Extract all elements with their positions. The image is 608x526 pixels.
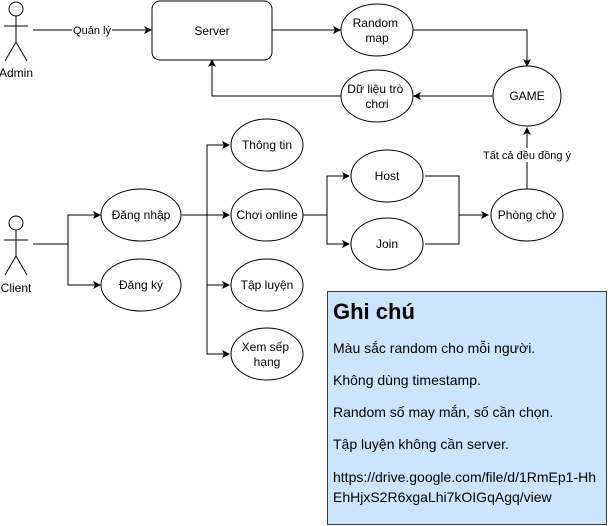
note-link[interactable]: https://drive.google.com/file/d/1RmEp1-H… <box>333 469 597 505</box>
edge-host-phong-cho <box>425 175 489 219</box>
phong-cho-label: Phòng chờ <box>498 208 557 222</box>
dang-ky-node <box>100 258 182 312</box>
choi-online-label: Chơi online <box>236 208 298 222</box>
dang-nhap-label: Đăng nhập <box>112 208 171 222</box>
random-map-line-1: Random <box>353 16 398 30</box>
note-title: Ghi chú <box>333 299 415 324</box>
edge-label-tat-ca-dong-y: Tất cả đều đồng ý <box>483 150 572 162</box>
edge-du-lieu-server <box>208 59 342 97</box>
admin-actor-icon <box>4 1 28 62</box>
du-lieu-line-1: Dữ liệu trò <box>347 82 403 96</box>
edge-random-map-game <box>412 29 531 67</box>
edge-client-dang-ky <box>67 244 101 289</box>
xem-sep-hang-label: Xem sếp hạng <box>242 340 293 369</box>
client-actor-icon <box>4 215 28 276</box>
thong-tin-label: Thông tin <box>242 138 292 152</box>
random-map-node <box>340 3 414 57</box>
du-lieu-tro-choi-node <box>340 69 414 123</box>
server-box <box>151 0 273 61</box>
edge-label-bg <box>481 148 573 162</box>
choi-online-node <box>230 188 304 242</box>
host-label: Host <box>375 169 400 183</box>
join-label: Join <box>376 237 398 251</box>
edge-label-bg <box>72 23 112 37</box>
client-label: Client <box>1 281 32 295</box>
edge-choi-online-join <box>326 215 350 248</box>
edge-dang-nhap-xem-sep-hang <box>206 215 230 358</box>
edge-choi-online-host <box>326 172 350 215</box>
tap-luyen-node <box>230 258 304 312</box>
tap-luyen-label: Tập luyện <box>241 278 294 292</box>
note-line: Không dùng timestamp. <box>333 372 481 388</box>
du-lieu-line-2: chơi <box>365 97 388 111</box>
du-lieu-tro-choi-label: Dữ liệu trò chơi <box>347 82 406 111</box>
edge-join-phong-cho <box>425 215 460 245</box>
thong-tin-node <box>230 118 304 172</box>
phong-cho-node <box>490 188 564 242</box>
random-map-label: Random map <box>353 16 402 45</box>
edge-client-dang-nhap <box>67 211 101 244</box>
join-node <box>350 217 424 271</box>
game-node <box>492 65 562 127</box>
edge-label-quan-ly: Quản lý <box>73 25 111 37</box>
game-label: GAME <box>509 89 544 103</box>
edge-dang-nhap-thong-tin <box>206 141 230 215</box>
host-node <box>350 149 424 203</box>
note-line: Màu sắc random cho mỗi người. <box>333 340 536 356</box>
xem-sep-hang-node <box>230 327 304 381</box>
xem-sep-hang-line-2: hạng <box>254 355 281 369</box>
note-line: Tập luyện không cần server. <box>333 436 509 452</box>
edge-dang-nhap-tap-luyen <box>206 215 230 289</box>
xem-sep-hang-line-1: Xem sếp <box>242 340 290 354</box>
server-label: Server <box>194 24 229 38</box>
dang-ky-label: Đăng ký <box>119 278 163 292</box>
random-map-line-2: map <box>365 31 389 45</box>
note-box: Ghi chú Màu sắc random cho mỗi người. Kh… <box>327 291 607 525</box>
admin-label: Admin <box>0 66 33 80</box>
note-line: Random số may mắn, số cần chọn. <box>333 404 554 420</box>
dang-nhap-node <box>100 188 182 242</box>
